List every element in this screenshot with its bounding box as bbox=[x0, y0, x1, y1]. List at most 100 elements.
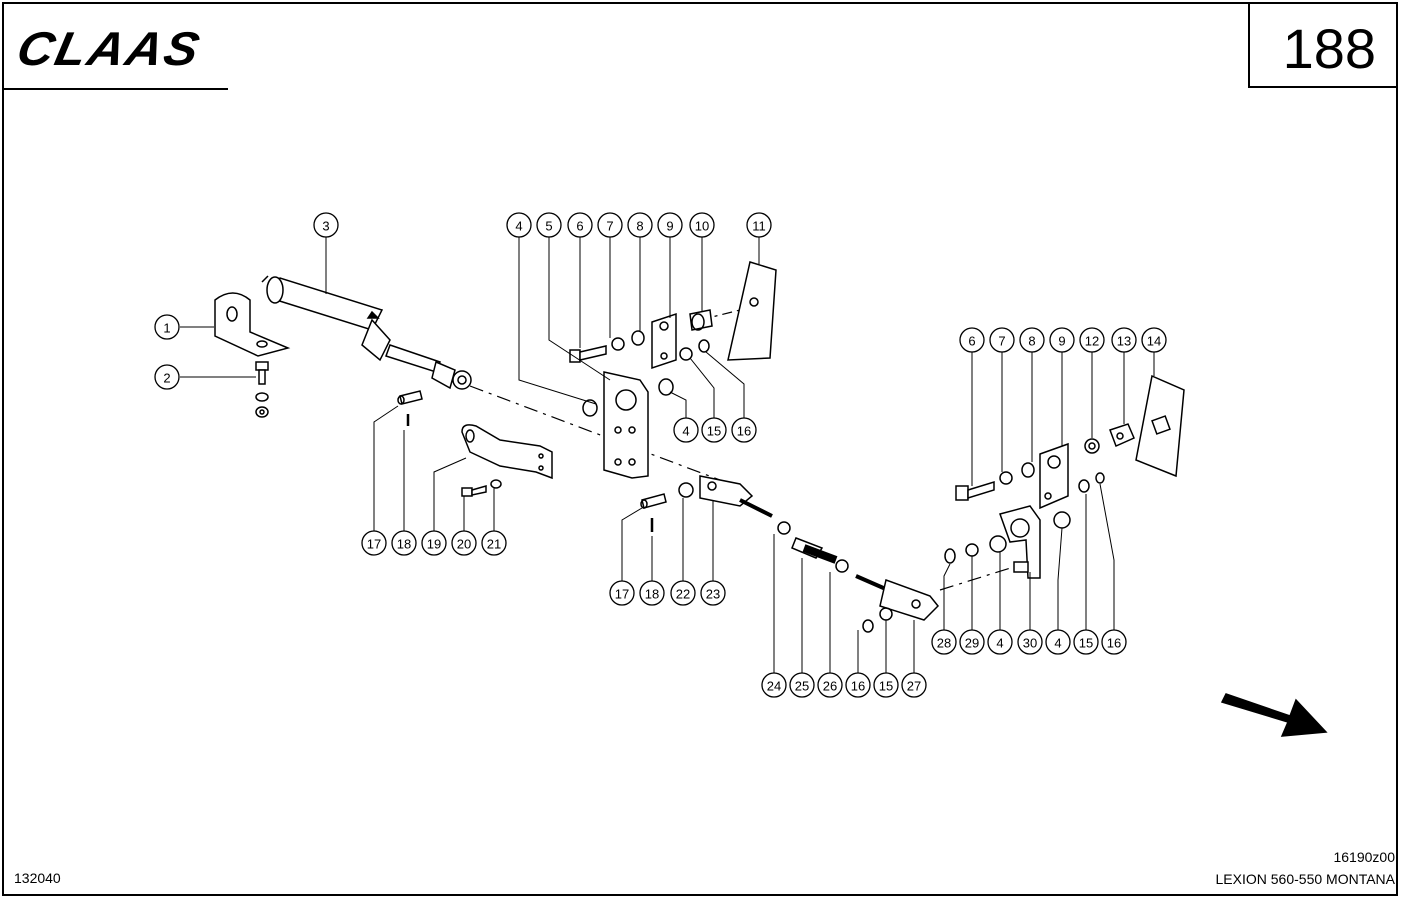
rod-components bbox=[777, 521, 849, 573]
callout-c13: 13 bbox=[1111, 327, 1137, 353]
callout-label: 19 bbox=[427, 537, 441, 552]
callout-circle bbox=[313, 212, 339, 238]
callout-c8b: 8 bbox=[1019, 327, 1045, 353]
callout-circle bbox=[506, 212, 532, 238]
callout-label: 11 bbox=[752, 219, 766, 234]
callout-circle bbox=[817, 672, 843, 698]
callout-circle bbox=[154, 314, 180, 340]
callout-label: 1 bbox=[163, 321, 170, 336]
callout-c30: 30 bbox=[1017, 629, 1043, 655]
callout-circle bbox=[1049, 327, 1075, 353]
callout-label: 9 bbox=[666, 219, 673, 234]
callout-c11: 11 bbox=[746, 212, 772, 238]
right-fastener-set bbox=[955, 374, 1185, 510]
callout-circle bbox=[657, 212, 683, 238]
direction-arrow-icon bbox=[1220, 693, 1328, 737]
callout-c1: 1 bbox=[154, 314, 180, 340]
callout-label: 5 bbox=[545, 219, 552, 234]
callout-circle bbox=[481, 530, 507, 556]
callout-label: 24 bbox=[767, 679, 781, 694]
callout-circle bbox=[931, 629, 957, 655]
callout-c12: 12 bbox=[1079, 327, 1105, 353]
small-bolt-part bbox=[461, 479, 502, 497]
sleeve-part bbox=[582, 378, 674, 417]
callout-c16c: 16 bbox=[845, 672, 871, 698]
callout-c18a: 18 bbox=[391, 530, 417, 556]
callout-c7b: 7 bbox=[989, 327, 1015, 353]
callout-c19: 19 bbox=[421, 530, 447, 556]
callout-circle bbox=[987, 629, 1013, 655]
page-number-box: 188 bbox=[1248, 2, 1398, 88]
callout-circle bbox=[609, 580, 635, 606]
callout-label: 17 bbox=[367, 537, 381, 552]
pin-part-left bbox=[397, 390, 423, 426]
callout-c14: 14 bbox=[1141, 327, 1167, 353]
callout-label: 16 bbox=[851, 679, 865, 694]
page-number: 188 bbox=[1282, 17, 1376, 80]
upper-fastener-set bbox=[569, 261, 777, 370]
assembly-axis-line bbox=[469, 385, 1021, 591]
callout-circle bbox=[959, 327, 985, 353]
callout-circle bbox=[627, 212, 653, 238]
callout-c6b: 6 bbox=[959, 327, 985, 353]
callout-c28: 28 bbox=[931, 629, 957, 655]
callout-circle bbox=[700, 580, 726, 606]
callout-label: 4 bbox=[996, 636, 1003, 651]
lever-part bbox=[603, 371, 649, 479]
callout-c9b: 9 bbox=[1049, 327, 1075, 353]
callout-label: 18 bbox=[645, 587, 659, 602]
callout-circle bbox=[451, 530, 477, 556]
callout-label: 22 bbox=[676, 587, 690, 602]
callout-c8a: 8 bbox=[627, 212, 653, 238]
callout-circle bbox=[421, 530, 447, 556]
callout-label: 23 bbox=[706, 587, 720, 602]
hydraulic-cylinder-part bbox=[261, 275, 472, 390]
callout-c10: 10 bbox=[689, 212, 715, 238]
callout-c4d: 4 bbox=[1045, 629, 1071, 655]
callout-label: 29 bbox=[965, 636, 979, 651]
callout-c22: 22 bbox=[670, 580, 696, 606]
callout-c20: 20 bbox=[451, 530, 477, 556]
callout-circle bbox=[154, 364, 180, 390]
callout-label: 3 bbox=[322, 219, 329, 234]
callout-label: 8 bbox=[636, 219, 643, 234]
callout-c7a: 7 bbox=[597, 212, 623, 238]
callout-c6a: 6 bbox=[567, 212, 593, 238]
footer-info: 16190z00 LEXION 560-550 MONTANA bbox=[1216, 846, 1395, 890]
callout-label: 6 bbox=[968, 334, 975, 349]
callout-label: 16 bbox=[737, 424, 751, 439]
callout-label: 4 bbox=[515, 219, 522, 234]
callout-c16b: 16 bbox=[1101, 629, 1127, 655]
callout-label: 15 bbox=[879, 679, 893, 694]
callout-c3: 3 bbox=[313, 212, 339, 238]
callout-c15a: 15 bbox=[701, 417, 727, 443]
bolt-part bbox=[255, 361, 269, 418]
callout-label: 4 bbox=[1054, 636, 1061, 651]
callout-c29: 29 bbox=[959, 629, 985, 655]
callout-circle bbox=[873, 672, 899, 698]
callout-circle bbox=[689, 212, 715, 238]
callout-c5: 5 bbox=[536, 212, 562, 238]
callout-c4b: 4 bbox=[673, 417, 699, 443]
callout-circle bbox=[845, 672, 871, 698]
callout-label: 8 bbox=[1028, 334, 1035, 349]
callout-label: 21 bbox=[487, 537, 501, 552]
callout-label: 20 bbox=[457, 537, 471, 552]
callout-label: 14 bbox=[1147, 334, 1161, 349]
callout-label: 7 bbox=[606, 219, 613, 234]
leader-lines bbox=[180, 237, 1155, 673]
drawing-code: 16190z00 bbox=[1333, 849, 1395, 865]
callout-label: 13 bbox=[1117, 334, 1131, 349]
logo-box: CLAAS bbox=[2, 2, 228, 90]
callout-c15c: 15 bbox=[873, 672, 899, 698]
callout-circle bbox=[1019, 327, 1045, 353]
callout-label: 12 bbox=[1085, 334, 1099, 349]
callout-circle bbox=[536, 212, 562, 238]
center-pin-set bbox=[640, 482, 694, 532]
callout-c9a: 9 bbox=[657, 212, 683, 238]
model-name: LEXION 560-550 MONTANA bbox=[1215, 871, 1395, 887]
callout-label: 17 bbox=[615, 587, 629, 602]
callout-label: 9 bbox=[1058, 334, 1065, 349]
callout-circle bbox=[746, 212, 772, 238]
